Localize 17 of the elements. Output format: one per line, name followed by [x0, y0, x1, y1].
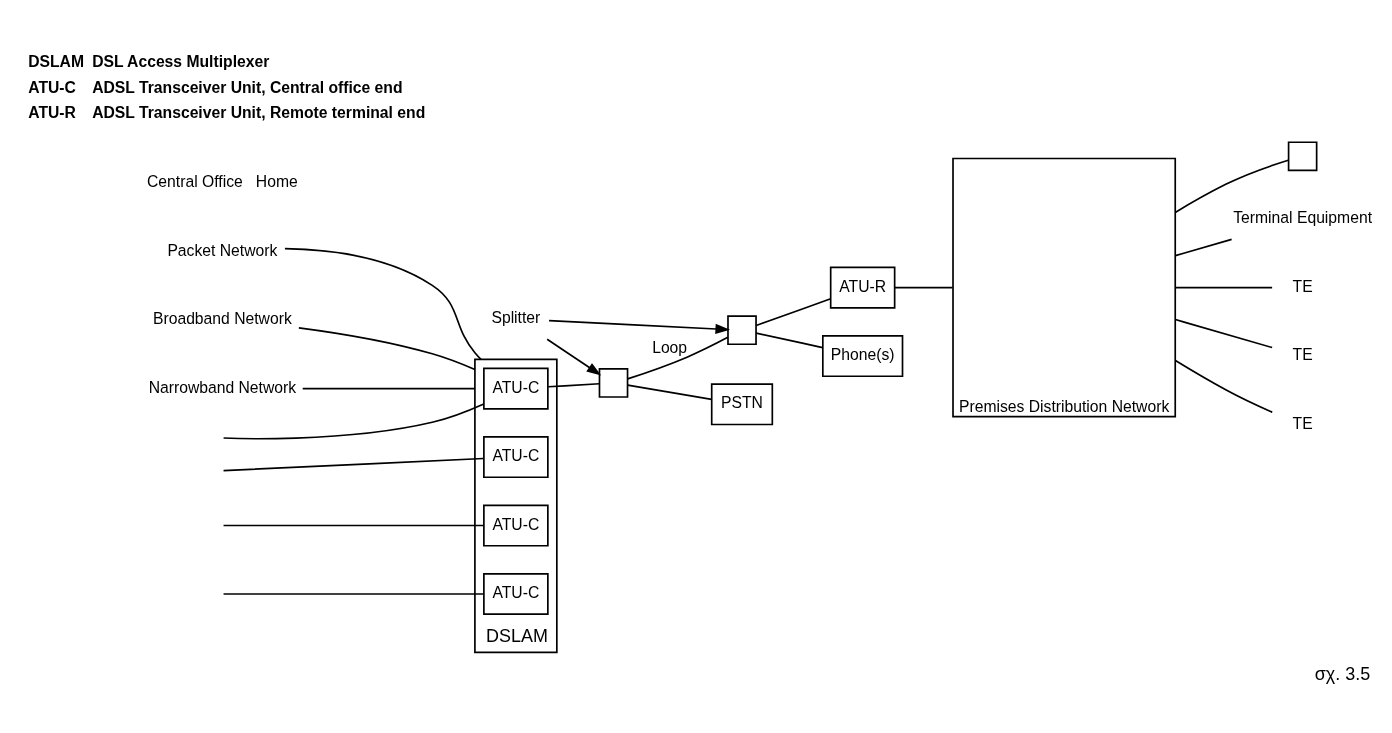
node-text: TE [1292, 414, 1313, 432]
node-text: Terminal Equipment [1233, 208, 1373, 226]
label: ATU-R [28, 103, 76, 121]
label: DSLAM [28, 52, 85, 70]
node-text: TE [1292, 277, 1313, 295]
label: ATU-C [28, 78, 76, 96]
label: ADSL Transceiver Unit, Remote terminal end [92, 103, 426, 121]
node-text: Splitter [491, 308, 541, 326]
caption: σχ. 3.5 [1314, 663, 1371, 684]
node-text: Packet Network [167, 241, 278, 259]
node-text: TE [1292, 345, 1313, 363]
label: Central Office Home [147, 172, 298, 190]
label: DSL Access Multiplexer [92, 52, 270, 70]
node-text: Narrowband Network [148, 378, 297, 396]
label: ADSL Transceiver Unit, Central office end [92, 78, 403, 96]
node-text: Broadband Network [152, 309, 292, 327]
edge-label: Loop [652, 338, 688, 356]
